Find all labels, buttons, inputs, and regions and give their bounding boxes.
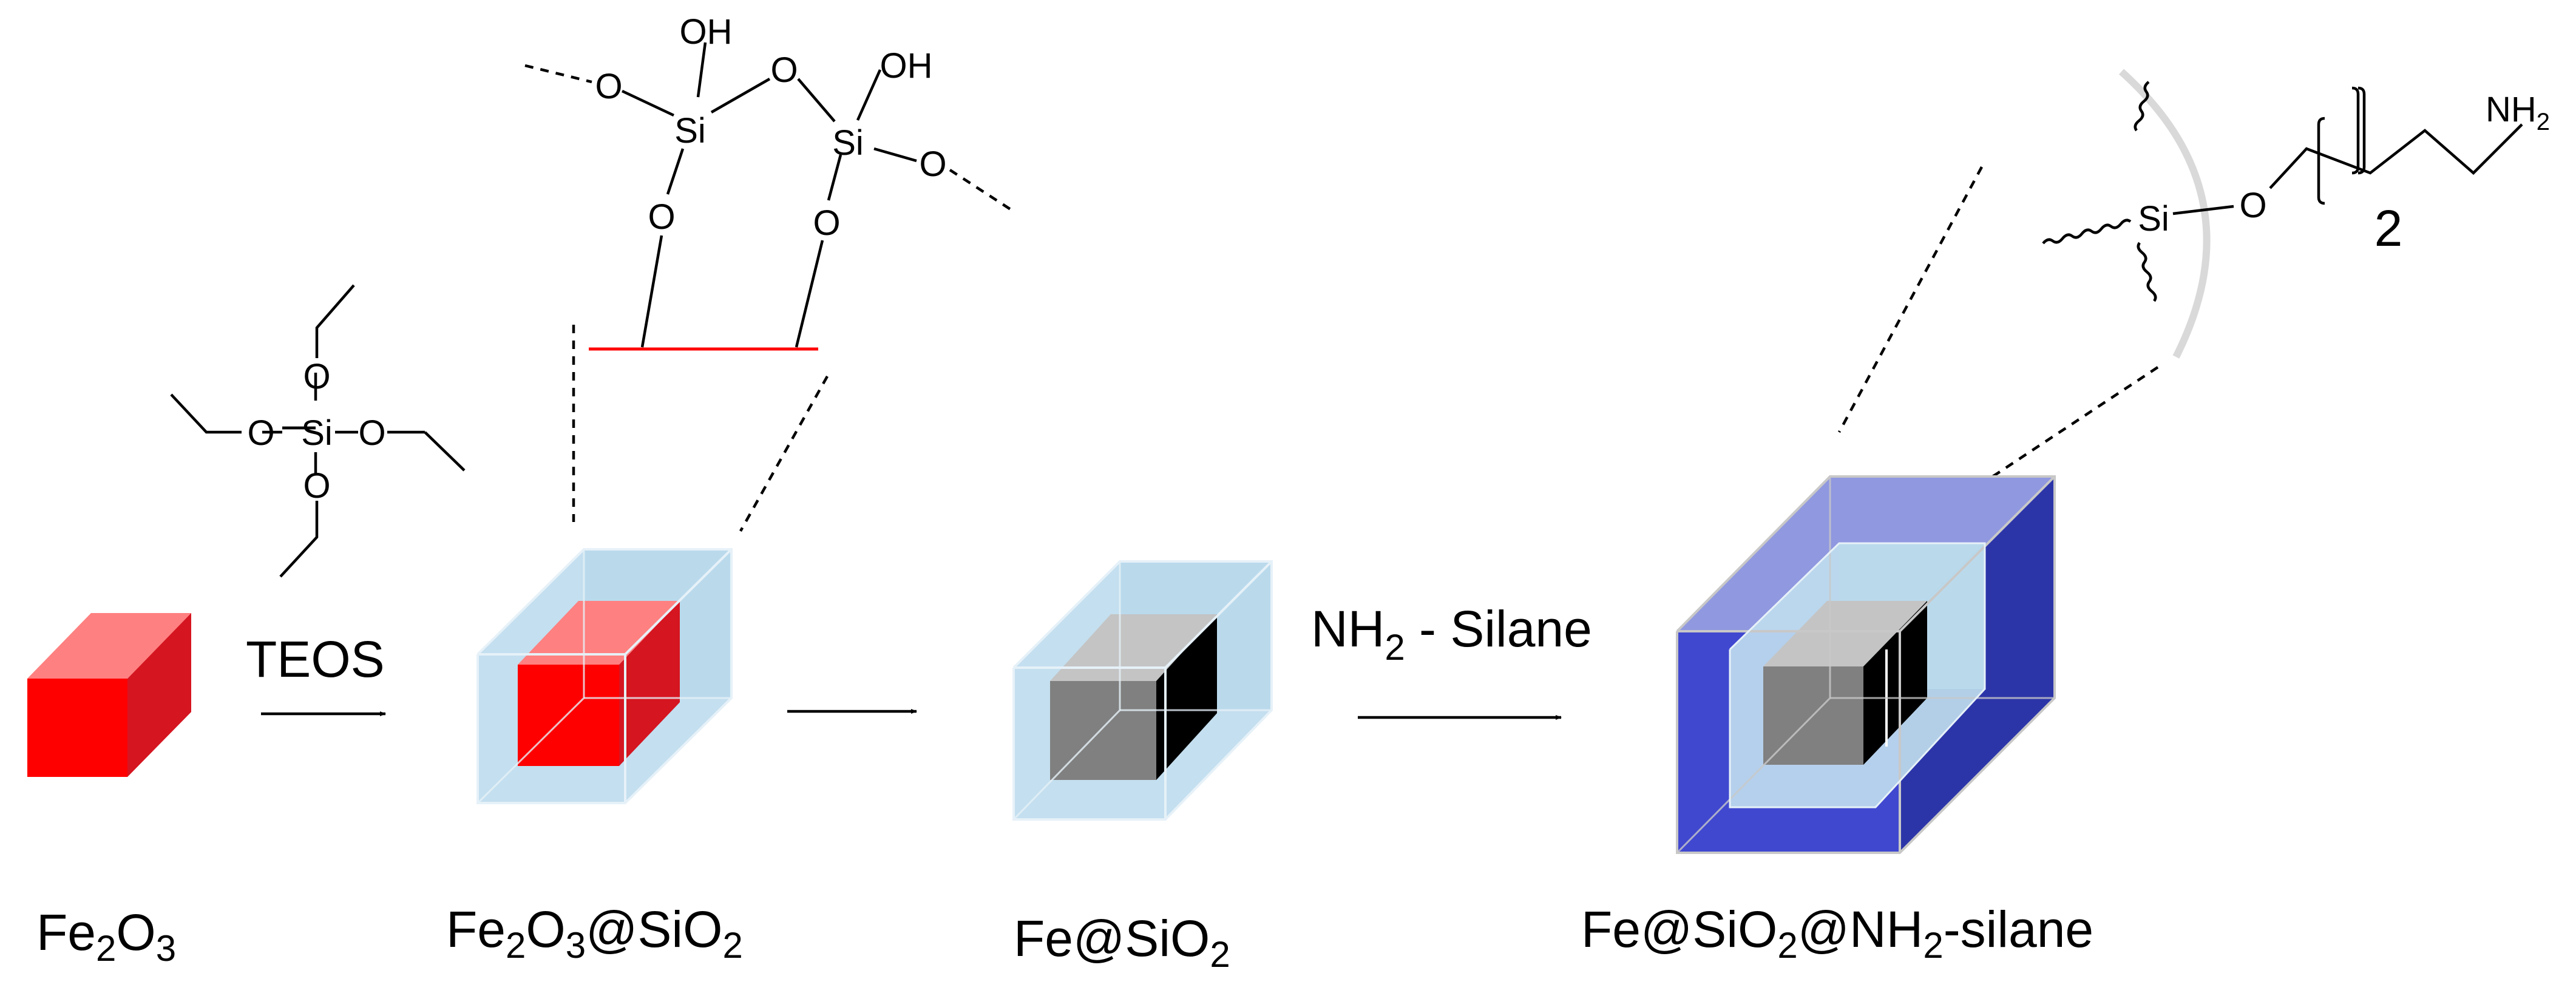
silanol-hydroxyl-2: OH	[880, 46, 933, 86]
caption-hematite-silica: Fe2O3@SiO2	[446, 901, 743, 966]
caption-amine-functionalized: Fe@SiO2@NH2-silane	[1581, 901, 2093, 966]
silanol-oxygen-right: O	[919, 144, 946, 184]
amine-functionalized-cube	[1676, 475, 2056, 854]
aminosilane-repeat-count: 2	[2374, 200, 2403, 257]
silanol-silicon-1: Si	[674, 111, 706, 151]
iron-silica-cube	[1012, 560, 1273, 821]
teos-oxygen-bottom: O	[303, 466, 330, 506]
zoom-line-right-2	[1990, 366, 2159, 479]
aminosilane-reagent-label: NH2 - Silane	[1311, 600, 1592, 668]
teos-reagent-label: TEOS	[246, 631, 385, 688]
silanol-oxygen-anchor-2: O	[813, 203, 840, 243]
teos-oxygen-top: O	[303, 357, 330, 396]
teos-molecule: O Si O O O	[170, 284, 466, 578]
caption-hematite: Fe2O3	[36, 904, 176, 969]
silanol-hydroxyl-1: OH	[680, 12, 733, 52]
hematite-silica-cube	[476, 548, 733, 804]
aminosilane-oxygen: O	[2239, 186, 2266, 225]
aminosilane-silicon: Si	[2138, 199, 2169, 239]
teos-silicon: Si	[301, 413, 333, 453]
particle-surface-arc	[2118, 69, 2211, 359]
silanol-oxygen-bridge: O	[770, 50, 798, 90]
zoom-line-right-1	[739, 375, 829, 532]
hematite-cube	[27, 613, 191, 777]
silanol-oxygen-left: O	[595, 67, 622, 106]
silanol-silicon-2: Si	[832, 123, 864, 163]
aminosilane-molecule: Si O NH2 2	[2042, 69, 2550, 359]
teos-oxygen-left: O	[247, 413, 274, 453]
silanol-oxygen-anchor-1: O	[648, 197, 675, 237]
silanol-network: OH OH Si Si O O O O O	[524, 12, 1012, 351]
aminosilane-amine: NH2	[2486, 90, 2550, 135]
teos-oxygen-right: O	[358, 413, 385, 453]
caption-iron-silica: Fe@SiO2	[1014, 910, 1230, 975]
zoom-line-left-2	[1838, 166, 1983, 433]
